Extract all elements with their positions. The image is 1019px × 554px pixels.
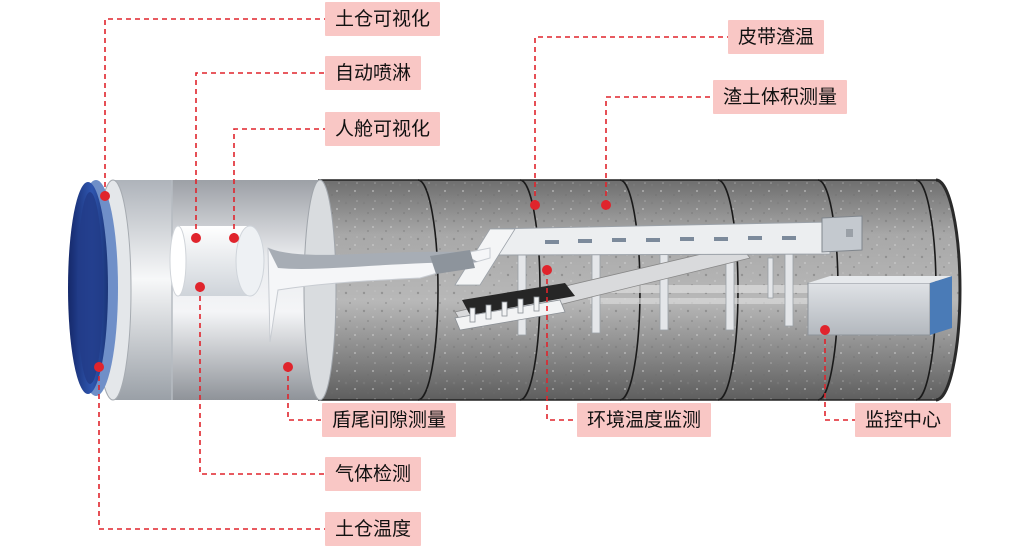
- sensor-soil-chamber-temp: [94, 362, 104, 372]
- label-control-center: 监控中心: [855, 403, 952, 437]
- leader-man-lock-visual: [233, 128, 325, 238]
- label-belt-temp: 皮带渣温: [728, 20, 825, 54]
- leader-soil-chamber-temp: [98, 367, 325, 530]
- label-man-lock-visual: 人舱可视化: [325, 112, 441, 146]
- screw-conveyor: [267, 247, 491, 343]
- lower-grate: [454, 296, 566, 331]
- sensor-control-center: [820, 325, 830, 335]
- leader-muck-volume: [605, 96, 713, 205]
- sensor-man-lock-visual: [229, 233, 239, 243]
- leader-env-temp: [546, 270, 577, 421]
- label-shield-tail-gap: 盾尾间隙测量: [322, 403, 457, 437]
- leader-gas-detect: [199, 287, 325, 475]
- cutterhead: [68, 180, 118, 396]
- conveyor-gantry: [454, 215, 863, 336]
- sensor-belt-temp: [530, 200, 540, 210]
- leader-belt-temp: [534, 36, 728, 205]
- leader-control-center: [824, 330, 855, 421]
- label-soil-chamber-temp: 土仓温度: [325, 512, 422, 546]
- tunnel-end-ring: [935, 178, 962, 402]
- man-lock: [169, 225, 265, 297]
- label-gas-detect: 气体检测: [325, 457, 422, 491]
- label-soil-chamber-visual: 土仓可视化: [325, 2, 441, 36]
- sensor-soil-chamber-visual: [100, 191, 110, 201]
- sensor-gas-detect: [195, 282, 205, 292]
- label-auto-spray: 自动喷淋: [325, 56, 422, 90]
- leader-shield-tail-gap: [287, 367, 322, 421]
- leader-auto-spray: [195, 72, 325, 238]
- sensor-auto-spray: [191, 233, 201, 243]
- label-muck-volume: 渣土体积测量: [713, 80, 848, 114]
- sensor-points: [94, 191, 830, 372]
- label-env-temp: 环境温度监测: [577, 403, 712, 437]
- sensor-env-temp: [542, 265, 552, 275]
- control-center-box: [807, 276, 952, 336]
- sensor-muck-volume: [601, 200, 611, 210]
- sensor-shield-tail-gap: [283, 362, 293, 372]
- leader-lines: [98, 18, 855, 530]
- leader-soil-chamber-visual: [104, 18, 325, 196]
